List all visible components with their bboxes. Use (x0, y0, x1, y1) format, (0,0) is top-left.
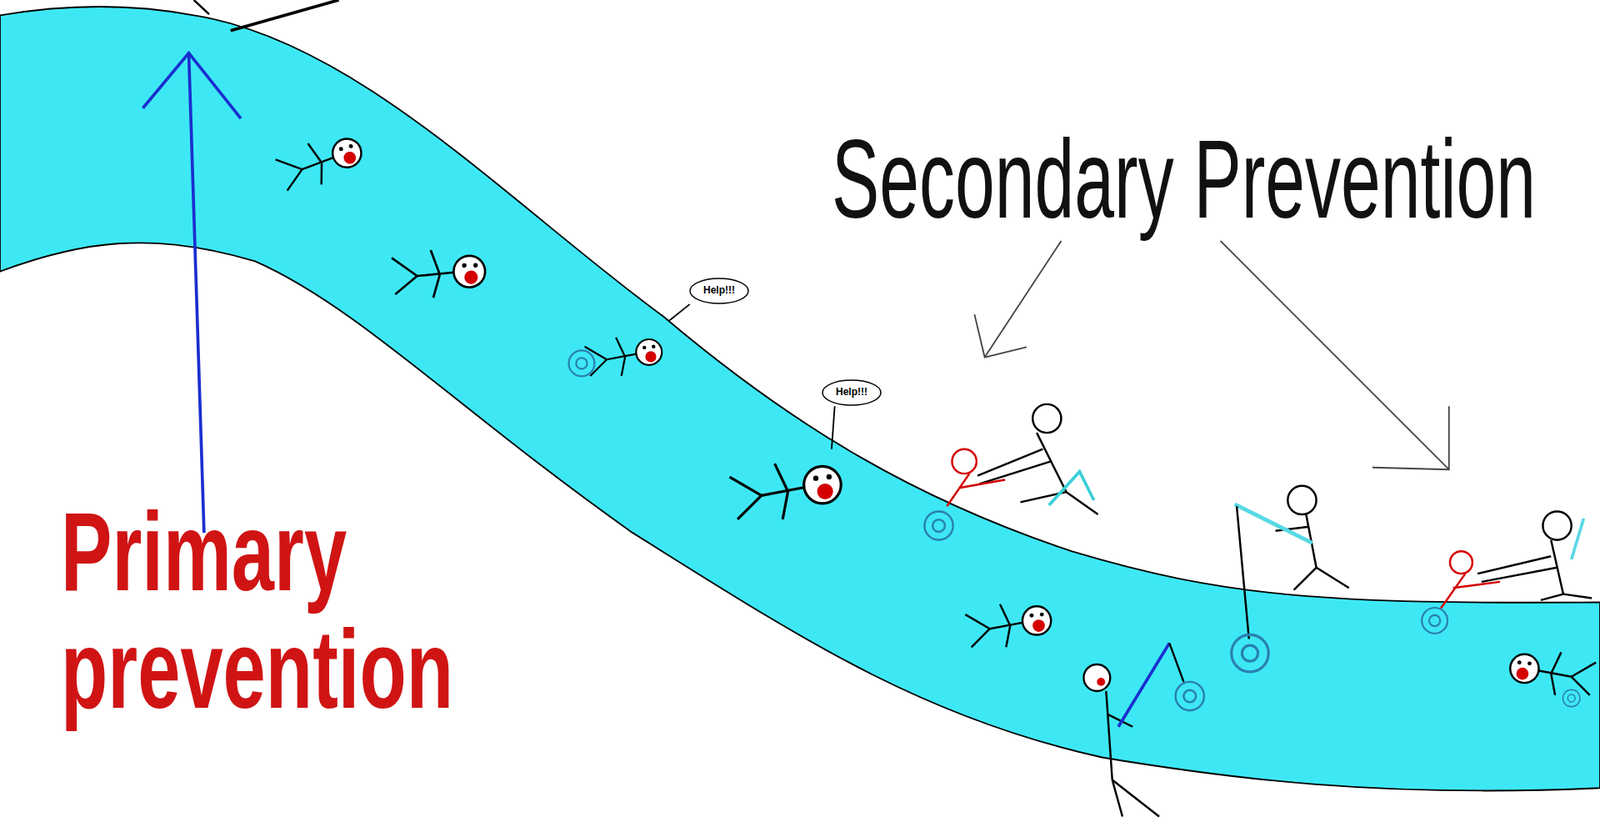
rescuer-three (1421, 510, 1592, 633)
speech-text: Help!!! (821, 386, 882, 398)
primary-label-box: Primary prevention (60, 492, 577, 728)
bubble-shape (690, 278, 749, 304)
primary-label: Primary prevention (60, 489, 454, 731)
speech-bubble: Help!!! (689, 277, 750, 305)
secondary-label: Secondary Prevention (831, 116, 1536, 241)
speech-tails (669, 304, 835, 450)
primary-arrow (142, 53, 241, 533)
top-figure (194, 0, 340, 31)
speech-text: Help!!! (689, 285, 750, 296)
rescuer-two (1231, 485, 1350, 672)
rescuer-four (1083, 642, 1204, 816)
rescuer-one (924, 404, 1098, 540)
secondary-label-box: Secondary Prevention (831, 123, 1600, 235)
river (0, 6, 1600, 791)
speech-bubble: Help!!! (821, 379, 882, 406)
secondary-arrows (974, 240, 1449, 470)
bubble-shape (822, 380, 881, 405)
